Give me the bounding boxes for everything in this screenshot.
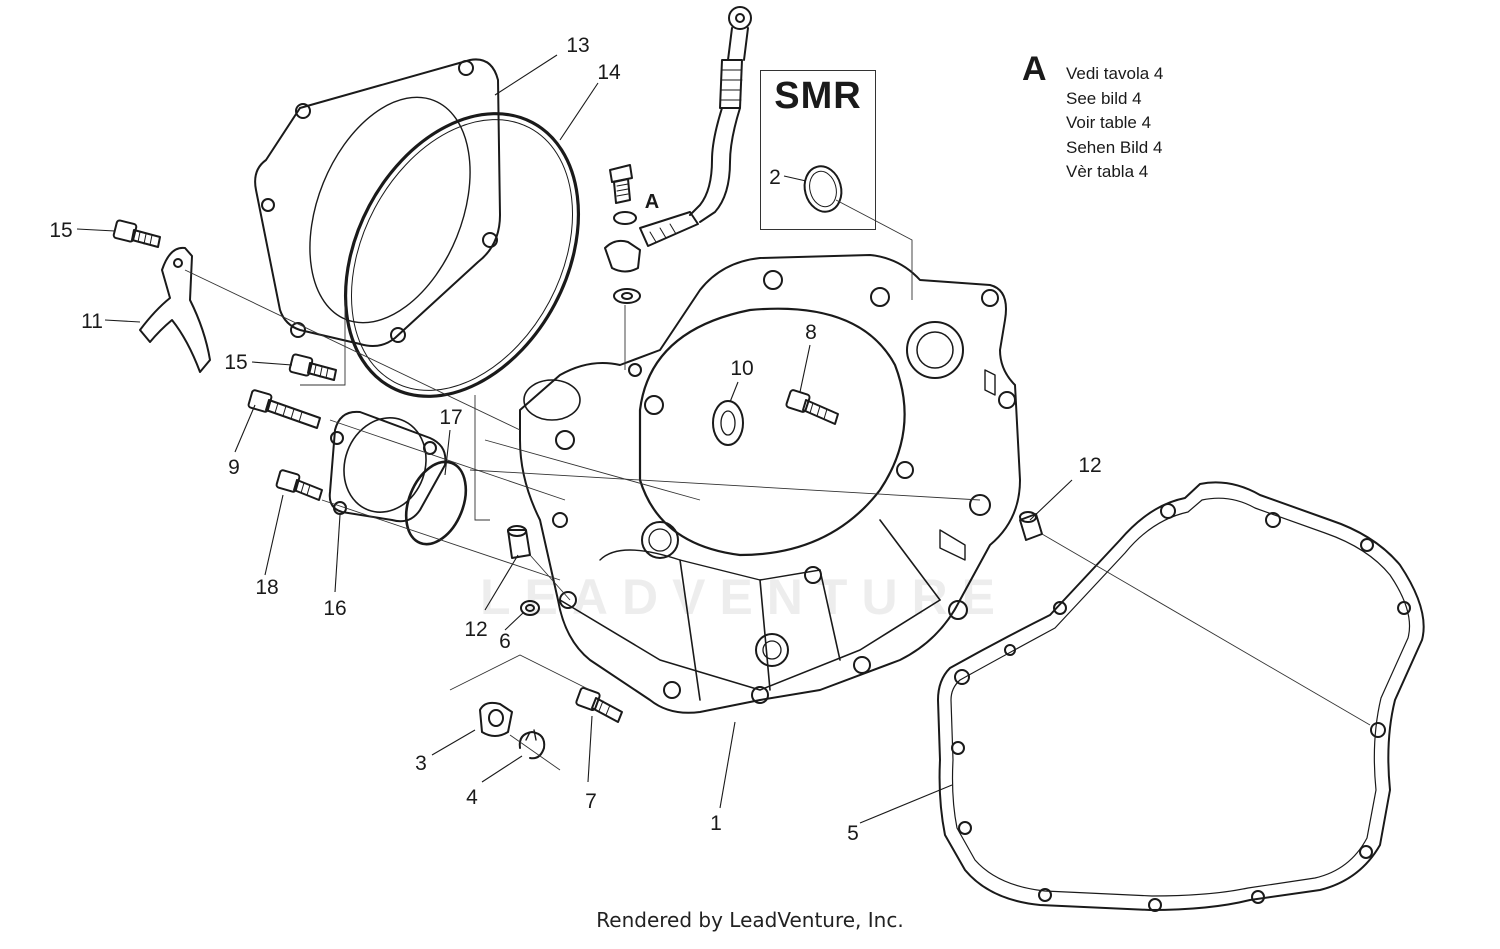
- callout-2: 2: [769, 166, 781, 189]
- callout-11: 11: [81, 310, 103, 333]
- callout-7: 7: [585, 790, 597, 813]
- callout-12-right: 12: [1078, 454, 1101, 477]
- legend-line: Vedi tavola 4: [1066, 64, 1164, 83]
- callout-13: 13: [566, 34, 589, 57]
- legend-line: Voir table 4: [1066, 113, 1152, 132]
- watermark: LEADVENTURE: [480, 569, 1010, 625]
- banjo-fitting: [604, 164, 641, 304]
- callout-8: 8: [805, 321, 817, 344]
- callout-a-pipe: A: [645, 191, 659, 213]
- o-ring-small: [404, 460, 468, 546]
- inspection-plug: [712, 400, 744, 446]
- dowel-12-right: [1019, 511, 1043, 541]
- bolt-15-lower: [288, 353, 337, 381]
- plug-2: [803, 165, 843, 213]
- dowel-12-left: [507, 525, 531, 559]
- callout-12-left: 12: [464, 618, 487, 641]
- o-ring-large: [343, 112, 581, 398]
- clutch-bracket: [139, 246, 211, 373]
- legend-line: Sehen Bild 4: [1066, 137, 1163, 157]
- smr-box: SMR: [760, 70, 876, 230]
- legend-notes: Vedi tavola 4 See bild 4 Voir table 4 Se…: [1066, 62, 1163, 185]
- oil-pipe: [639, 6, 752, 247]
- bearing-3: [479, 701, 513, 737]
- callout-16: 16: [323, 597, 346, 620]
- bolt-8: [785, 389, 839, 425]
- callout-5: 5: [847, 822, 859, 845]
- crankcase-cover: [519, 254, 1021, 714]
- circlip-4: [518, 729, 546, 760]
- legend-line: Vèr tabla 4: [1066, 162, 1149, 181]
- callout-6: 6: [499, 630, 511, 653]
- callout-1: 1: [710, 812, 722, 835]
- callout-10: 10: [730, 357, 753, 380]
- callout-9: 9: [228, 456, 240, 479]
- render-credit: Rendered by LeadVenture, Inc.: [596, 908, 904, 932]
- clutch-cover: [254, 58, 501, 347]
- washer-6: [520, 600, 540, 616]
- cover-gasket: [937, 481, 1425, 912]
- legend-line: See bild 4: [1066, 88, 1142, 108]
- smr-label: SMR: [774, 75, 862, 117]
- callout-15-upper: 15: [49, 219, 72, 242]
- bolt-9: [247, 389, 321, 429]
- callout-3: 3: [415, 752, 427, 775]
- callout-14: 14: [597, 61, 621, 84]
- bolt-18: [275, 469, 323, 501]
- flange-cover: [328, 410, 447, 523]
- bolt-7: [575, 686, 623, 723]
- callout-15-lower: 15: [224, 351, 247, 374]
- callout-4: 4: [466, 786, 478, 809]
- bolt-15-upper: [112, 219, 161, 248]
- legend-letter: A: [1022, 50, 1047, 88]
- callout-18: 18: [255, 576, 278, 599]
- callout-17: 17: [439, 406, 462, 429]
